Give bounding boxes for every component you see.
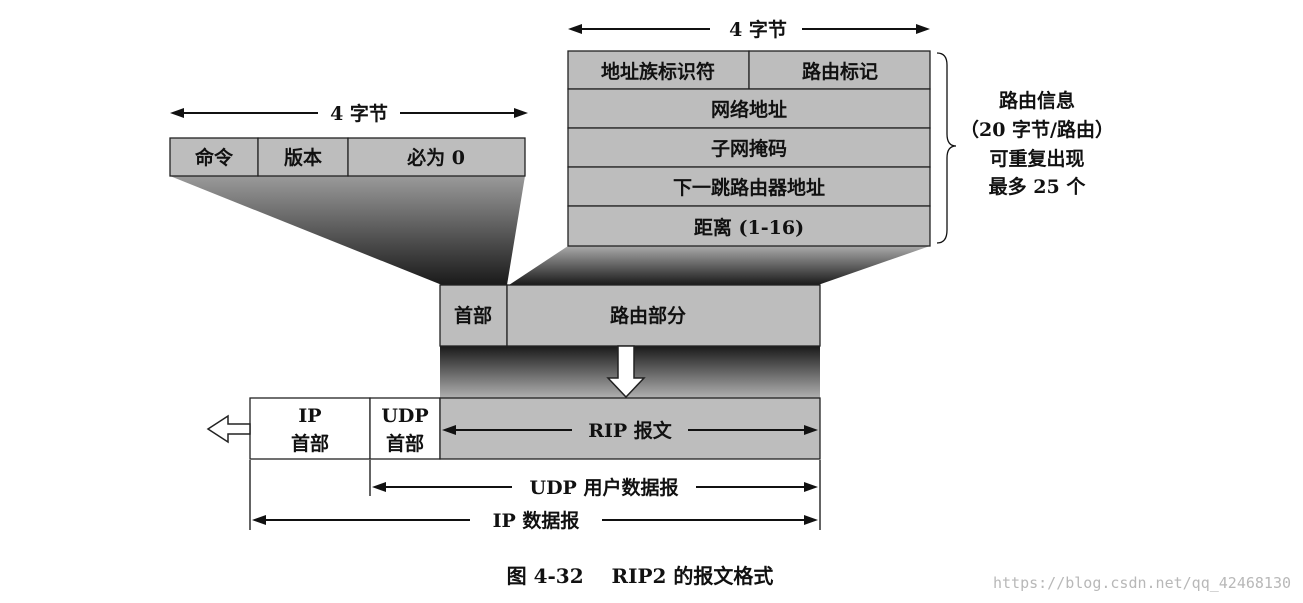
address-family-field bbox=[567, 50, 750, 90]
route-tag-field bbox=[748, 50, 931, 90]
subnet-mask-field bbox=[567, 127, 931, 168]
route-part-field bbox=[506, 284, 821, 347]
next-hop-field bbox=[567, 166, 931, 207]
header-width-label: 4 字节 bbox=[330, 102, 388, 125]
ip-header-line-1: IP bbox=[298, 405, 321, 427]
distance-label: 距离 (1-16) bbox=[694, 216, 804, 239]
route-info-brace bbox=[936, 52, 957, 244]
version-field bbox=[257, 137, 349, 177]
route-width-dimension: 4 字节 bbox=[568, 18, 930, 41]
distance-field bbox=[567, 205, 931, 247]
command-label: 命令 bbox=[195, 146, 234, 169]
rip-message-dimension: RIP 报文 bbox=[442, 419, 818, 442]
route-info-line-1: 路由信息 bbox=[999, 89, 1075, 112]
route-info-line-2: （20 字节/路由） bbox=[960, 118, 1114, 141]
route-info-line-3: 可重复出现 bbox=[989, 147, 1084, 170]
udp-header-field bbox=[369, 397, 441, 460]
ip-datagram-row: IP 首部 UDP 首部 bbox=[249, 397, 821, 460]
route-part-label: 路由部分 bbox=[610, 304, 686, 327]
route-info-line-4: 最多 25 个 bbox=[989, 175, 1087, 198]
down-arrow-icon bbox=[606, 345, 646, 399]
route-funnel bbox=[509, 246, 930, 285]
ip-datagram-label: IP 数据报 bbox=[493, 509, 580, 532]
ip-datagram-dimension: IP 数据报 bbox=[252, 509, 818, 532]
watermark-text: https://blog.csdn.net/qq_42468130 bbox=[993, 574, 1291, 592]
rip-message-field bbox=[439, 397, 821, 460]
header-fields-row: 命令 版本 必为 0 bbox=[169, 137, 526, 177]
header-funnel bbox=[170, 176, 525, 285]
udp-header-line-1: UDP bbox=[381, 405, 428, 427]
address-family-label: 地址族标识符 bbox=[601, 60, 715, 83]
route-width-label: 4 字节 bbox=[729, 18, 787, 41]
rip-message-label: RIP 报文 bbox=[588, 419, 673, 442]
udp-datagram-label: UDP 用户数据报 bbox=[530, 476, 679, 499]
network-address-field bbox=[567, 88, 931, 129]
network-address-label: 网络地址 bbox=[711, 98, 787, 121]
version-label: 版本 bbox=[284, 146, 322, 169]
header-width-dimension: 4 字节 bbox=[170, 102, 528, 125]
rip-message-block: 首部 路由部分 bbox=[439, 284, 821, 347]
must-be-zero-field bbox=[347, 137, 526, 177]
message-header-label: 首部 bbox=[454, 304, 492, 327]
next-hop-label: 下一跳路由器地址 bbox=[673, 176, 825, 199]
subnet-mask-label: 子网掩码 bbox=[711, 137, 787, 160]
figure-caption: 图 4-32 RIP2 的报文格式 bbox=[507, 564, 774, 588]
route-entry-block: 地址族标识符 路由标记 网络地址 子网掩码 下一跳路由器地址 距离 (1-16) bbox=[567, 50, 931, 247]
must-be-zero-label: 必为 0 bbox=[406, 146, 465, 169]
udp-datagram-dimension: UDP 用户数据报 bbox=[372, 476, 818, 499]
route-tag-label: 路由标记 bbox=[802, 60, 878, 83]
route-info-note: 路由信息 （20 字节/路由） 可重复出现 最多 25 个 bbox=[960, 89, 1114, 198]
ip-header-line-2: 首部 bbox=[291, 432, 329, 455]
command-field bbox=[169, 137, 259, 177]
left-arrow-icon bbox=[206, 414, 251, 444]
udp-header-line-2: 首部 bbox=[386, 432, 424, 455]
